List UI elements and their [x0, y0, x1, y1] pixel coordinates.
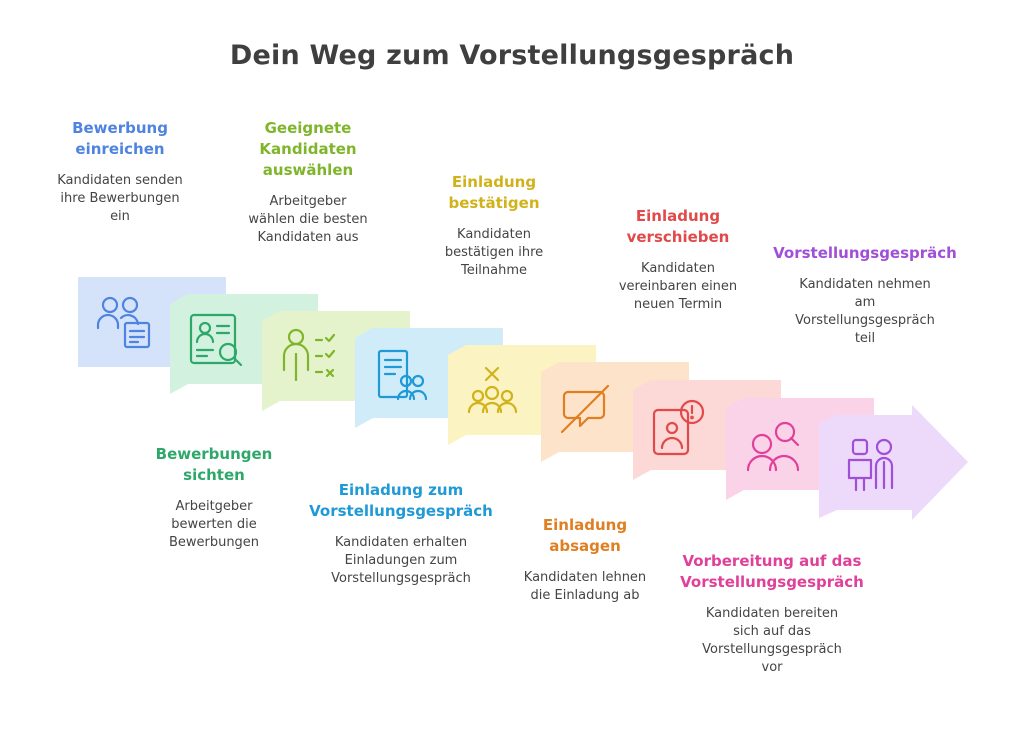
step-1-label: Bewerbung einreichen Kandidaten senden i… [40, 118, 200, 226]
step-4-title: Einladung zum Vorstellungsgespräch [309, 481, 493, 520]
users-document-icon [96, 296, 151, 349]
step-5-label: Einladung bestätigen Kandidaten bestätig… [414, 172, 574, 280]
step-2-description: Arbeitgeber bewerten die Bewerbungen [168, 499, 260, 550]
step-5-title: Einladung bestätigen [448, 173, 540, 212]
step-5-description: Kandidaten bestätigen ihre Teilnahme [444, 227, 544, 278]
step-7-label: Einladung verschieben Kandidaten vereinb… [598, 206, 758, 314]
document-group-icon [377, 349, 428, 401]
phone-alert-icon [652, 399, 705, 456]
step-1-description: Kandidaten senden ihre Bewerbungen ein [57, 173, 183, 224]
step-6-title: Einladung absagen [542, 516, 628, 555]
step-6-description: Kandidaten lehnen die Einladung ab [523, 570, 647, 603]
message-off-icon [560, 384, 610, 434]
step-8-label: Vorbereitung auf das Vorstellungsgespräc… [662, 551, 882, 677]
group-cross-icon [467, 366, 518, 414]
step-9-arrow [819, 405, 968, 520]
step-3-label: Geeignete Kandidaten auswählen Arbeitgeb… [228, 118, 388, 247]
step-8-title: Vorbereitung auf das Vorstellungsgespräc… [680, 552, 864, 591]
step-4-label: Einladung zum Vorstellungsgespräch Kandi… [296, 480, 506, 588]
step-3-description: Arbeitgeber wählen die besten Kandidaten… [248, 194, 368, 245]
step-2-label: Bewerbungen sichten Arbeitgeber bewerten… [134, 444, 294, 552]
step-9-title: Vorstellungsgespräch [773, 244, 957, 262]
step-9-label: Vorstellungsgespräch Kandidaten nehmen a… [760, 243, 970, 348]
step-7-description: Kandidaten vereinbaren einen neuen Termi… [618, 261, 738, 312]
step-2-title: Bewerbungen sichten [155, 445, 273, 484]
step-6-label: Einladung absagen Kandidaten lehnen die … [500, 515, 670, 605]
interview-people-icon [847, 438, 894, 492]
person-checklist-icon [282, 328, 336, 382]
people-search-icon [746, 421, 800, 472]
step-7-title: Einladung verschieben [626, 207, 730, 246]
profile-search-icon [189, 313, 243, 367]
step-4-description: Kandidaten erhalten Einladungen zum Vors… [331, 535, 471, 586]
step-8-description: Kandidaten bereiten sich auf das Vorstel… [702, 606, 842, 675]
step-1-title: Bewerbung einreichen [72, 119, 168, 158]
step-3-title: Geeignete Kandidaten auswählen [259, 119, 357, 179]
step-9-description: Kandidaten nehmen am Vorstellungsgespräc… [795, 277, 935, 346]
diagram-title: Dein Weg zum Vorstellungsgespräch [229, 40, 795, 71]
